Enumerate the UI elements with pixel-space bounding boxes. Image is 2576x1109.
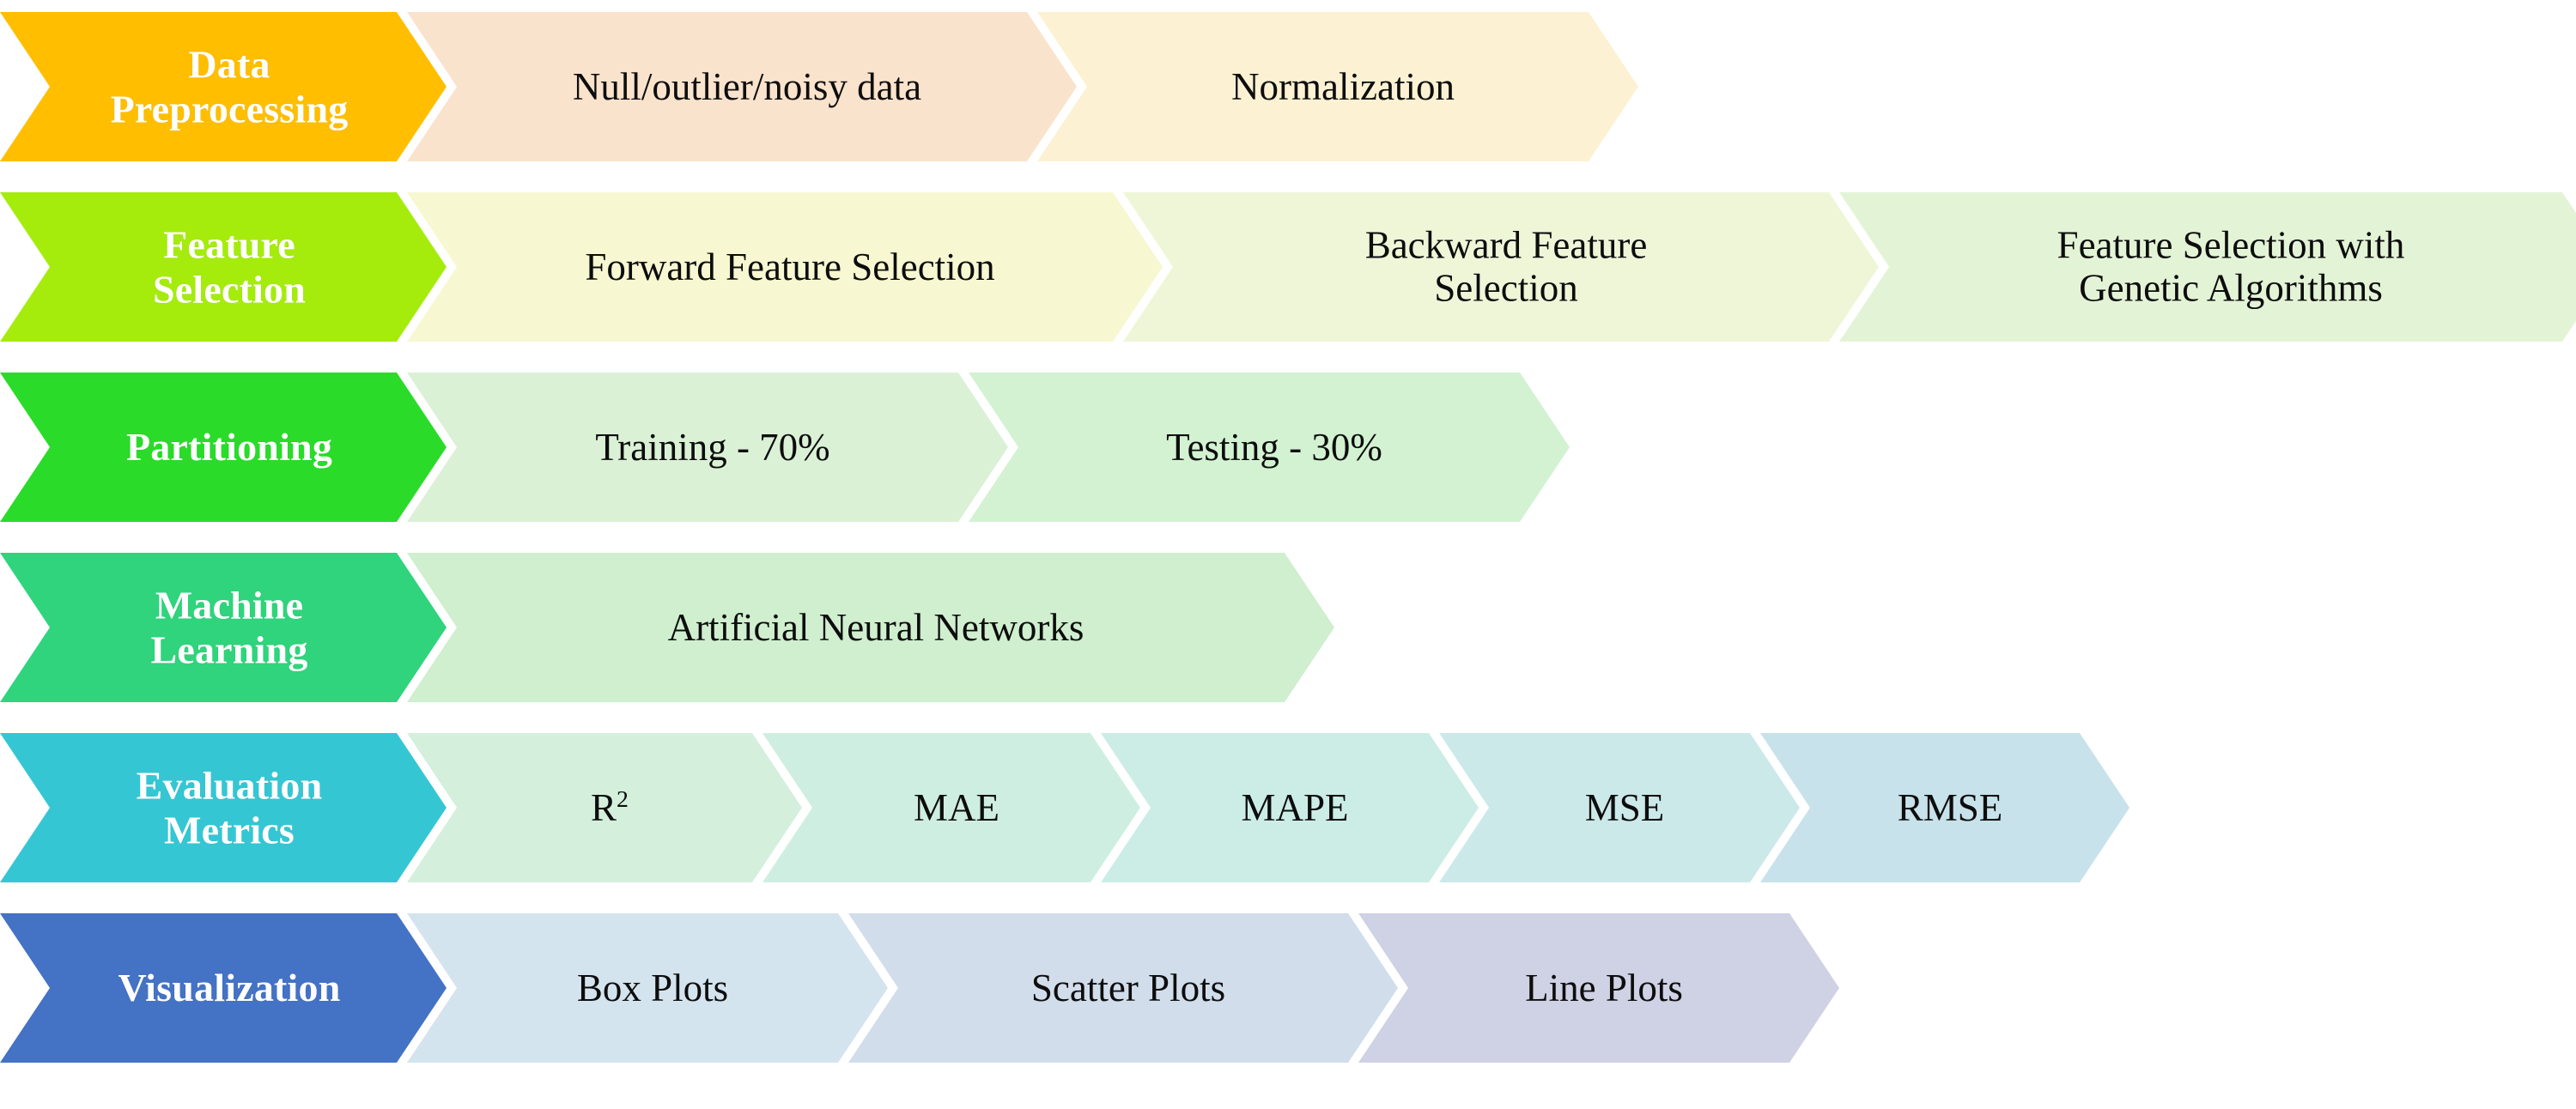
step-label: Null/outlier/noisy data xyxy=(572,64,922,108)
step-label: Scatter Plots xyxy=(1030,966,1226,1009)
flow-row-partitioning: Partitioning Training - 70% Testing - 30% xyxy=(0,373,2576,541)
step-label: Training - 70% xyxy=(595,425,830,469)
step-chevron[interactable]: Scatter Plots xyxy=(848,913,1398,1063)
step-label: Forward Feature Selection xyxy=(585,245,995,288)
step-label: MSE xyxy=(1584,785,1665,829)
step-chevron[interactable]: Artificial Neural Networks xyxy=(407,553,1334,702)
step-chevron[interactable]: R2 xyxy=(407,733,802,882)
flow-row-visualization: Visualization Box Plots Scatter Plots Line … xyxy=(0,913,2576,1082)
step-label: MAE xyxy=(914,785,999,829)
step-label: Normalization xyxy=(1231,64,1455,108)
step-chevron[interactable]: Line Plots xyxy=(1358,913,1839,1063)
step-label: Artificial Neural Networks xyxy=(667,605,1084,649)
step-chevron[interactable]: MSE xyxy=(1439,733,1800,882)
step-chevron[interactable]: Box Plots xyxy=(407,913,888,1063)
step-label: Testing - 30% xyxy=(1166,425,1382,469)
step-label: Box Plots xyxy=(576,966,729,1009)
step-label: MAPE xyxy=(1241,785,1349,829)
step-label: RMSE xyxy=(1897,785,2003,829)
step-label: R2 xyxy=(591,785,629,829)
step-chevron[interactable]: MAPE xyxy=(1101,733,1479,882)
step-chevron[interactable]: Null/outlier/noisy data xyxy=(407,12,1077,161)
step-chevron[interactable]: Normalization xyxy=(1037,12,1638,161)
step-chevron[interactable]: Testing - 30% xyxy=(969,373,1570,522)
step-chevron[interactable]: Training - 70% xyxy=(407,373,1008,522)
step-chevron[interactable]: Forward Feature Selection xyxy=(407,192,1163,342)
stage-label-partitioning[interactable]: Partitioning xyxy=(0,373,447,522)
stage-label-text: Visualization xyxy=(118,966,341,1010)
step-chevron[interactable]: MAE xyxy=(762,733,1140,882)
step-label: Line Plots xyxy=(1525,966,1683,1009)
stage-label-visualization[interactable]: Visualization xyxy=(0,913,447,1063)
stage-label-text: Partitioning xyxy=(125,425,333,470)
step-chevron[interactable]: RMSE xyxy=(1760,733,2129,882)
